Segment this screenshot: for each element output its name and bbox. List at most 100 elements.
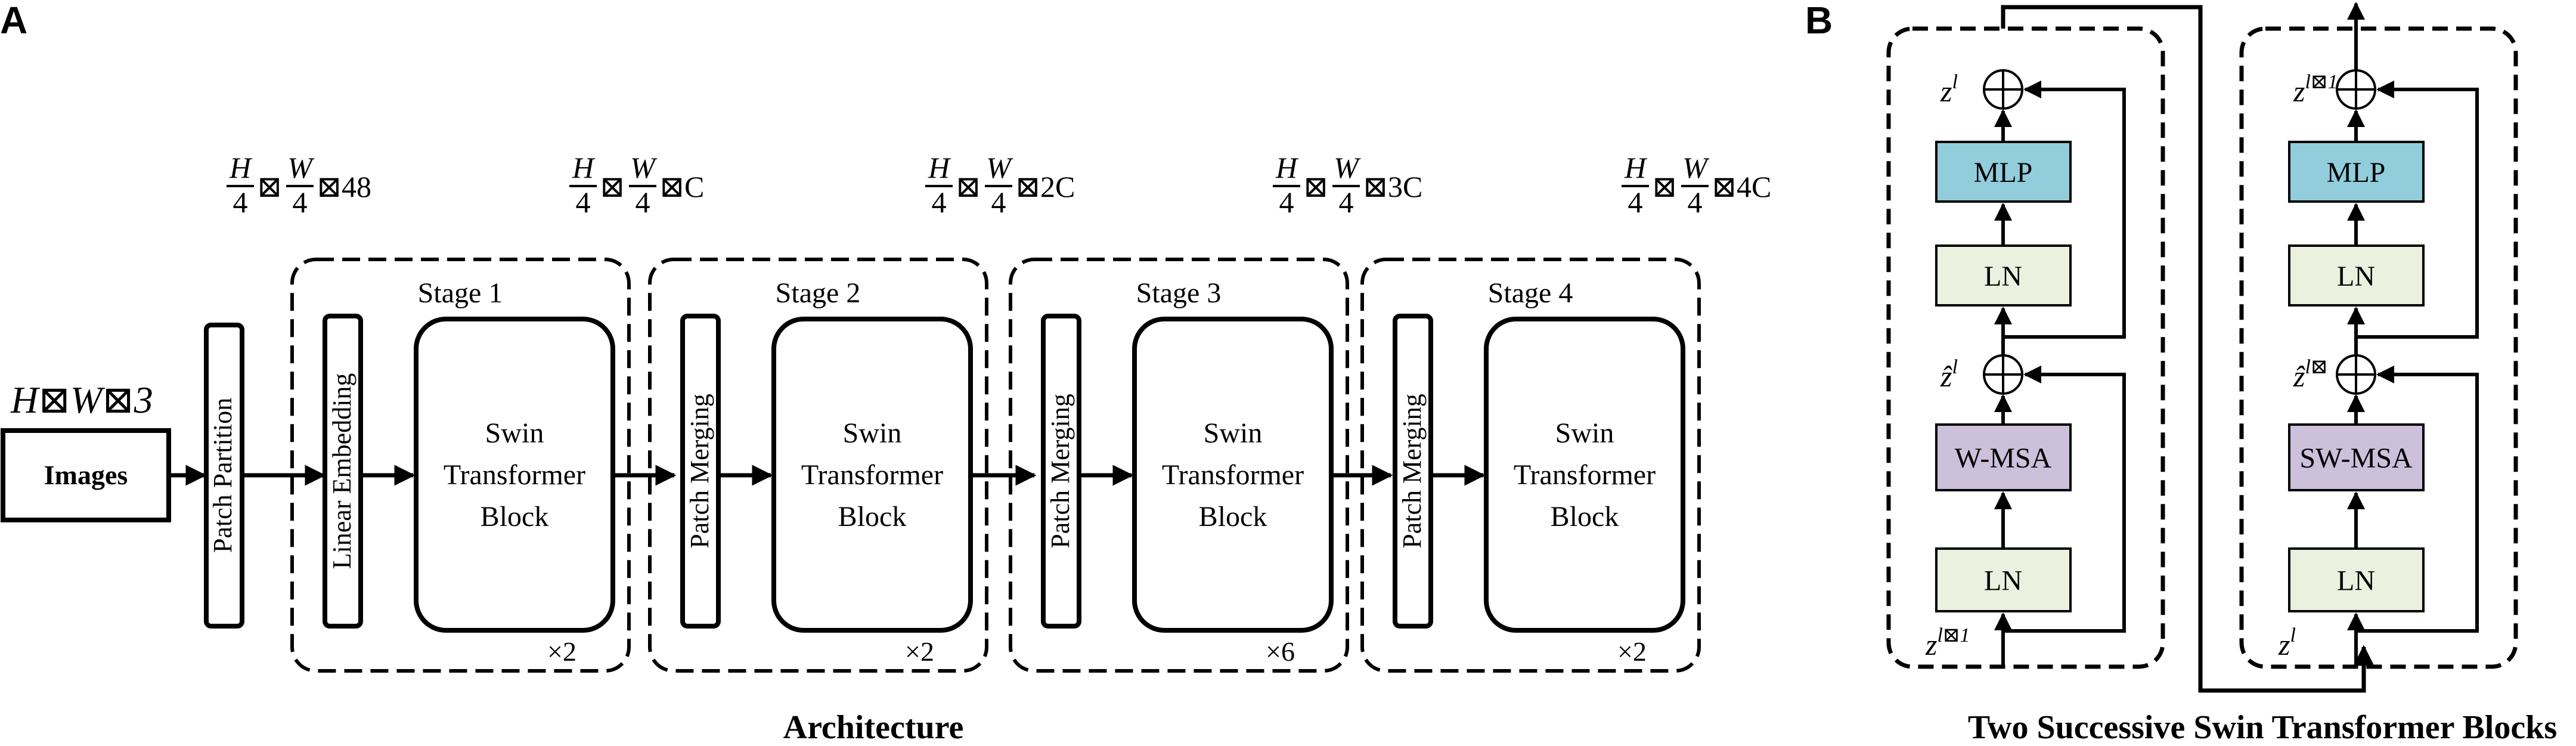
dim-times: ⊠ bbox=[317, 170, 342, 203]
successive-blocks-group: MLPLNW-MSALNzlẑlzl⊠1MLPLNSW-MSALNzl⊠1ẑl⊠… bbox=[1886, 2, 2518, 669]
ln-box-top bbox=[2288, 244, 2425, 307]
swin-block-label-line2: Transformer bbox=[1514, 459, 1656, 491]
dimension-label-2: H4⊠W4⊠C bbox=[569, 151, 704, 219]
dim-num-h: H bbox=[1275, 151, 1299, 184]
block-dashed-frame bbox=[1886, 26, 2165, 669]
z-hat-label: ẑl⊠ bbox=[2293, 356, 2327, 393]
swin-block-label-line3: Block bbox=[1551, 501, 1619, 533]
dim-den-h: 4 bbox=[1279, 185, 1294, 219]
stage-2: Stage 2 Patch Merging SwinTransformerBlock… bbox=[648, 258, 988, 673]
ln-box-top-label: LN bbox=[1984, 261, 2022, 292]
dim-den-w: 4 bbox=[293, 185, 308, 219]
dim-times: ⊠ bbox=[1303, 170, 1328, 203]
swin-transformer-block bbox=[1484, 317, 1685, 633]
dimension-label-1: H4⊠W4⊠48 bbox=[227, 151, 371, 219]
z-input-label: zl bbox=[2278, 624, 2296, 661]
mlp-box-label: MLP bbox=[1974, 157, 2033, 188]
stage-first-block-label: Patch Merging bbox=[1397, 394, 1427, 549]
patch-partition-label: Patch Partition bbox=[208, 398, 237, 553]
dim-den-h: 4 bbox=[233, 185, 248, 219]
swin-block-label-line1: Swin bbox=[843, 417, 902, 449]
ln-box-bottom-label: LN bbox=[1984, 565, 2022, 597]
stage-dashed-frame bbox=[648, 258, 988, 673]
panel-b-letter: B bbox=[1805, 0, 1833, 42]
dim-times: ⊠ bbox=[1363, 170, 1388, 203]
skip-connection-lower bbox=[2356, 366, 2479, 633]
skip-connection-lower bbox=[2003, 366, 2126, 633]
swin-block-label-line2: Transformer bbox=[1162, 459, 1304, 491]
dim-times: ⊠ bbox=[1015, 170, 1040, 203]
dim-times: ⊠ bbox=[956, 170, 981, 203]
dim-num-h: H bbox=[928, 151, 951, 184]
swin-block-label-line1: Swin bbox=[485, 417, 544, 449]
dim-times: ⊠ bbox=[257, 170, 282, 203]
dim-times: ⊠ bbox=[659, 170, 684, 203]
stage-first-block-label: Patch Merging bbox=[1046, 394, 1075, 549]
ln-box-bottom-label: LN bbox=[2337, 565, 2375, 597]
dim-num-h: H bbox=[1624, 151, 1648, 184]
dim-den-w: 4 bbox=[1339, 185, 1354, 219]
stage-first-block bbox=[680, 314, 721, 629]
stage-repeat-count: ×2 bbox=[547, 636, 576, 667]
dim-num-w: W bbox=[1334, 151, 1361, 184]
dim-channels: 48 bbox=[342, 170, 371, 203]
msa-box-label: SW-MSA bbox=[2299, 442, 2413, 474]
stage-repeat-count: ×2 bbox=[905, 636, 934, 667]
msa-box bbox=[1935, 423, 2072, 491]
swin-block-label-line1: Swin bbox=[1555, 417, 1614, 449]
architecture-caption: Architecture bbox=[783, 709, 964, 746]
swin-block-label-line2: Transformer bbox=[801, 459, 943, 491]
swin-block-label-line3: Block bbox=[481, 501, 549, 533]
z-hat-label: ẑl bbox=[1940, 356, 1958, 393]
ln-box-top-label: LN bbox=[2337, 261, 2375, 292]
z-input-label: zl⊠1 bbox=[1925, 624, 1970, 661]
mlp-box bbox=[2288, 141, 2425, 203]
block-dashed-frame bbox=[2239, 26, 2518, 669]
stage-repeat-count: ×6 bbox=[1266, 636, 1295, 667]
z-output-label: zl bbox=[1940, 71, 1958, 108]
panel-b-caption: Two Successive Swin Transformer Blocks bbox=[1968, 709, 2557, 746]
skip-connection-upper bbox=[2356, 81, 2479, 339]
dim-den-w: 4 bbox=[636, 185, 650, 219]
swin-block-label-line2: Transformer bbox=[444, 459, 585, 491]
skip-connection-upper bbox=[2003, 81, 2126, 339]
stage-label: Stage 2 bbox=[776, 277, 861, 309]
dim-den-w: 4 bbox=[1688, 185, 1703, 219]
dim-num-w: W bbox=[630, 151, 658, 184]
dimension-label-4: H4⊠W4⊠3C bbox=[1273, 151, 1422, 219]
dim-times: ⊠ bbox=[600, 170, 625, 203]
ln-box-bottom bbox=[2288, 547, 2425, 612]
stage-first-block bbox=[1393, 314, 1433, 629]
stage-first-block-label: Linear Embedding bbox=[327, 373, 357, 569]
dim-num-w: W bbox=[1682, 151, 1710, 184]
swin-transformer-block bbox=[414, 317, 615, 633]
dim-num-w: W bbox=[986, 151, 1013, 184]
input-dimension-label: H⊠W⊠3 bbox=[10, 379, 153, 421]
dim-channels: 4C bbox=[1737, 170, 1771, 203]
swin-block-label-line3: Block bbox=[838, 501, 907, 533]
inter-block-connection bbox=[2001, 5, 2374, 693]
dim-channels: 2C bbox=[1040, 170, 1075, 203]
dim-num-h: H bbox=[229, 151, 253, 184]
dim-den-h: 4 bbox=[576, 185, 591, 219]
dim-den-h: 4 bbox=[932, 185, 947, 219]
stage-dashed-frame bbox=[1360, 258, 1701, 673]
ln-box-bottom bbox=[1935, 547, 2072, 612]
dim-den-w: 4 bbox=[991, 185, 1006, 219]
stage-first-block-label: Patch Merging bbox=[685, 394, 714, 549]
dim-channels: 3C bbox=[1388, 170, 1422, 203]
dim-den-h: 4 bbox=[1628, 185, 1643, 219]
dim-channels: C bbox=[684, 170, 704, 203]
stage-label: Stage 3 bbox=[1136, 277, 1222, 309]
stage-repeat-count: ×2 bbox=[1617, 636, 1647, 667]
swin-transformer-block bbox=[771, 317, 973, 633]
dimension-label-3: H4⊠W4⊠2C bbox=[925, 151, 1075, 219]
